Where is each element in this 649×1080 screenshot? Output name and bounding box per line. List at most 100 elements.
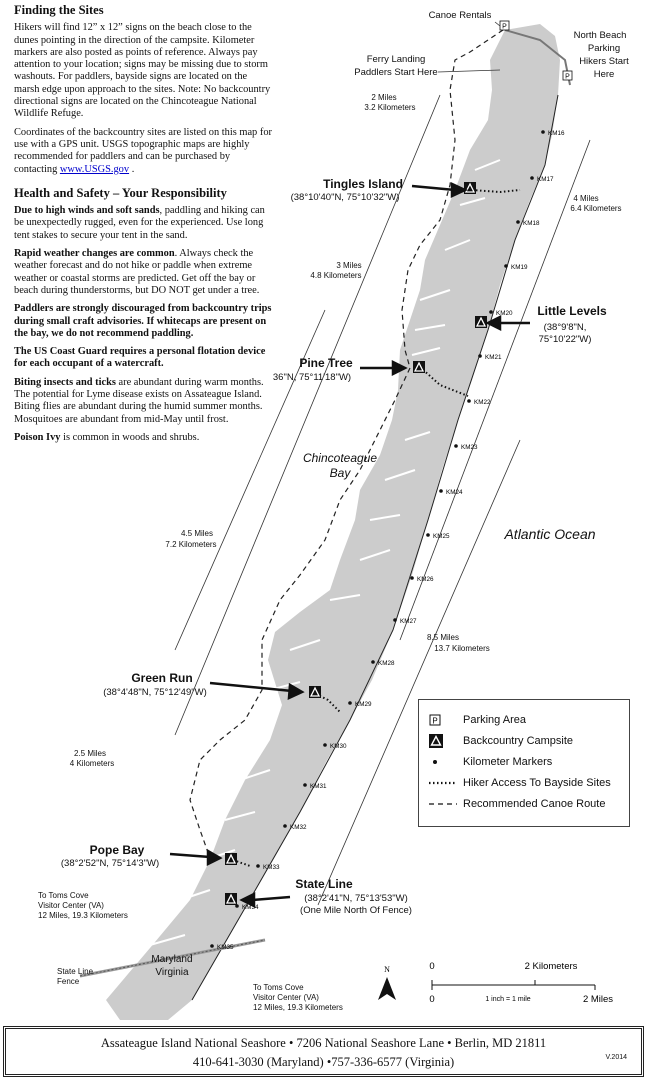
- ferry-landing-label: Ferry Landing: [367, 54, 426, 65]
- safety-item-bold: Rapid weather changes are common: [14, 248, 175, 260]
- campsite-coords: (38°2'41"N, 75°13'53"W): [304, 893, 408, 904]
- campsite-name: Little Levels: [537, 304, 607, 318]
- km-marker-dot: [530, 176, 534, 180]
- svg-text:P: P: [432, 717, 437, 726]
- north-beach-label-4: Here: [594, 69, 615, 80]
- campsite-symbols: [225, 182, 487, 905]
- km-marker-dot: [210, 944, 214, 948]
- campsite-icon: [413, 361, 425, 373]
- legend-label: Parking Area: [463, 714, 526, 726]
- distance-miles: 4 Miles: [573, 194, 598, 203]
- legend-item: P Parking Area: [429, 712, 526, 728]
- km-marker-label: KM35: [217, 944, 234, 951]
- kilometer-markers: KM16KM17KM18KM19KM20KM21KM22KM23KM24KM25…: [210, 130, 565, 951]
- park-map: P P KM16KM17KM18KM19KM20KM21KM22KM23KM24…: [38, 10, 629, 1020]
- km-marker-label: KM31: [310, 783, 327, 790]
- legend-item: Recommended Canoe Route: [429, 796, 605, 812]
- km-marker-icon: [429, 756, 463, 768]
- safety-item: The US Coast Guard requires a personal f…: [14, 346, 272, 371]
- km-marker-label: KM29: [355, 701, 372, 708]
- distance-miles: 4.5 Miles: [181, 529, 213, 538]
- label-leaders: [437, 21, 501, 73]
- safety-item: Due to high winds and soft sands, paddli…: [14, 205, 272, 242]
- km-marker-label: KM27: [400, 618, 417, 625]
- safety-item-text: is common in woods and shrubs.: [60, 431, 200, 443]
- distance-miles: 3 Miles: [336, 261, 361, 270]
- distance-km: 4 Kilometers: [70, 759, 114, 768]
- safety-item-bold: Paddlers are strongly discouraged from b…: [14, 303, 272, 339]
- toms-cove-label: Visitor Center (VA): [253, 993, 319, 1002]
- legend-item: Backcountry Campsite: [429, 733, 573, 749]
- north-beach-label: North Beach: [574, 30, 627, 41]
- km-marker-label: KM16: [548, 130, 565, 137]
- toms-cove-label: To Toms Cove: [253, 983, 304, 992]
- campsite-name: State Line: [295, 877, 353, 891]
- footer-phones: 410-641-3030 (Maryland) •757-336-6577 (V…: [192, 1055, 455, 1069]
- safety-list: Due to high winds and soft sands, paddli…: [14, 205, 272, 444]
- safety-item-text: . Always check the weather forecast and …: [14, 248, 260, 296]
- ocean-label: Atlantic Ocean: [503, 526, 595, 542]
- km-marker-dot: [467, 399, 471, 403]
- campsite-coords: (38°2'52"N, 75°14'3"W): [61, 858, 159, 869]
- island-landmass: [106, 24, 560, 1020]
- campsite-coords: 75°10'22"W): [539, 334, 592, 345]
- toms-cove-label: To Toms Cove: [38, 891, 89, 900]
- legend-item: Hiker Access To Bayside Sites: [429, 775, 611, 791]
- km-marker-dot: [235, 904, 239, 908]
- km-marker-dot: [478, 354, 482, 358]
- km-marker-dot: [256, 864, 260, 868]
- campsite-icon: [475, 316, 487, 328]
- safety-item-bold: The US Coast Guard requires a personal f…: [14, 346, 266, 370]
- toms-cove-label: 12 Miles, 19.3 Kilometers: [38, 911, 128, 920]
- campsite-icon: [464, 182, 476, 194]
- distance-miles: 2.5 Miles: [74, 749, 106, 758]
- pointer-arrows: [169, 182, 530, 909]
- canoe-route: [189, 29, 504, 859]
- km-marker-label: KM26: [417, 576, 434, 583]
- km-marker-dot: [283, 824, 287, 828]
- km-marker-label: KM24: [446, 489, 463, 496]
- campsite-icon: [309, 686, 321, 698]
- distance-miles: 8.5 Miles: [427, 633, 459, 642]
- state-line-fence-label-2: Fence: [57, 977, 80, 986]
- svg-text:N: N: [384, 965, 390, 974]
- version-label: V.2014: [605, 1054, 627, 1061]
- km-marker-label: KM33: [263, 864, 280, 871]
- distance-miles: 2 Miles: [371, 93, 396, 102]
- usgs-link[interactable]: www.USGS.gov: [59, 163, 130, 175]
- toms-cove-label: Visitor Center (VA): [38, 901, 104, 910]
- safety-item: Biting insects and ticks are abundant du…: [14, 377, 272, 426]
- km-marker-label: KM30: [330, 743, 347, 750]
- km-marker-dot: [410, 576, 414, 580]
- campsite-coords: 36"N, 75°11'18"W): [273, 372, 351, 383]
- ocean-coastline: [191, 94, 559, 1001]
- km-marker-dot: [426, 533, 430, 537]
- svg-text:P: P: [502, 24, 507, 31]
- safety-heading: Health and Safety – Your Responsibility: [14, 185, 227, 200]
- maryland-label: Maryland: [151, 954, 192, 965]
- info-panel: Finding the Sites Hikers will find 12” x…: [14, 4, 272, 450]
- km-marker-label: KM18: [523, 220, 540, 227]
- km-marker-label: KM34: [242, 904, 259, 911]
- km-marker-dot: [504, 264, 508, 268]
- campsite-name: Tingles Island: [323, 177, 403, 191]
- scale-mi0: 0: [429, 994, 434, 1005]
- km-marker-label: KM22: [474, 399, 491, 406]
- safety-item-text: , paddling and hiking can be unexpectedl…: [14, 205, 265, 241]
- safety-item: Rapid weather changes are common. Always…: [14, 248, 272, 297]
- campsite-note: (One Mile North Of Fence): [300, 905, 412, 916]
- canoe-rentals-label: Canoe Rentals: [429, 10, 492, 21]
- campsite-icon: [225, 893, 237, 905]
- scale-ratio: 1 inch = 1 mile: [485, 996, 530, 1003]
- distance-km: 4.8 Kilometers: [310, 271, 361, 280]
- km-marker-dot: [541, 130, 545, 134]
- distance-brackets: [174, 94, 591, 906]
- km-marker-label: KM20: [496, 310, 513, 317]
- km-marker-label: KM23: [461, 444, 478, 451]
- legend-label: Recommended Canoe Route: [463, 798, 606, 810]
- km-marker-label: KM28: [378, 660, 395, 667]
- campsite-coords: (38°10'40"N, 75°10'32"W): [291, 192, 400, 203]
- safety-item-text: are abundant during warm months. The pot…: [14, 376, 264, 425]
- safety-item-bold: Due to high winds and soft sands: [14, 205, 160, 217]
